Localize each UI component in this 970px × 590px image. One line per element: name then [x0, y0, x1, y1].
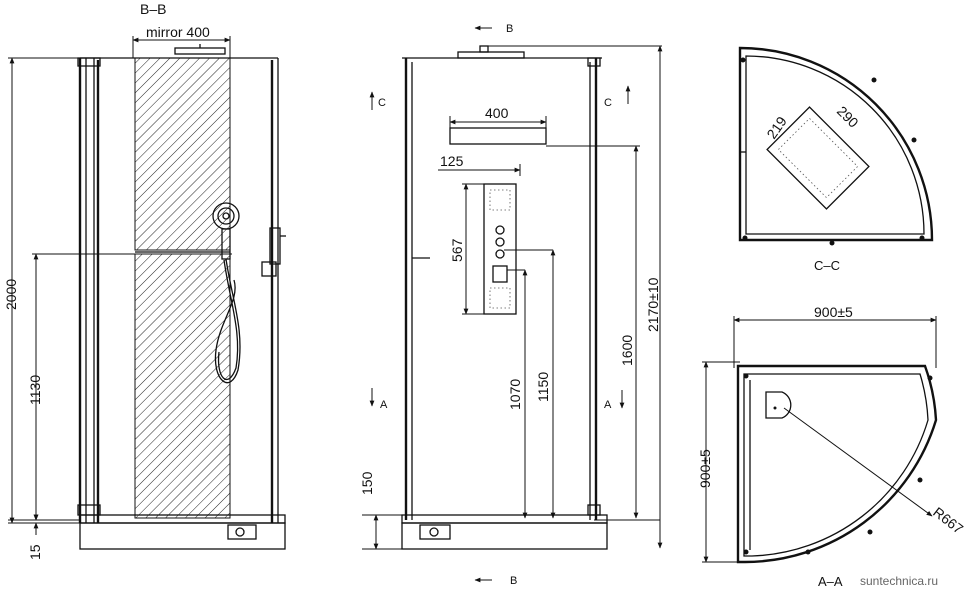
- view-side: B B C C A A 400: [359, 23, 663, 587]
- view-aa-title: A–A: [818, 574, 843, 589]
- view-cc: 219 290 C–C: [738, 46, 934, 273]
- view-cc-title: C–C: [814, 258, 840, 273]
- dim-bb-15: 15: [27, 544, 43, 560]
- watermark: suntechnica.ru: [860, 574, 938, 588]
- mirror-label: mirror 400: [146, 24, 210, 40]
- dim-cc-219: 219: [763, 113, 790, 141]
- dim-aa-depth: 900±5: [697, 449, 713, 488]
- dim-cc-290: 290: [834, 103, 862, 131]
- dim-side-1150: 1150: [535, 372, 551, 402]
- dim-side-125: 125: [440, 153, 464, 169]
- dim-side-1600: 1600: [619, 335, 635, 366]
- view-bb-title: B–B: [140, 1, 166, 17]
- panel-dots-top: [489, 189, 511, 211]
- dim-aa-radius: R667: [930, 504, 966, 537]
- section-b-bottom: B: [510, 575, 517, 587]
- dim-side-1070: 1070: [507, 379, 523, 410]
- view-aa: 900±5 900±5 R667 A–A: [697, 304, 967, 589]
- dim-bb-1130: 1130: [27, 375, 43, 405]
- view-bb: B–B mirror 400: [3, 1, 286, 560]
- dim-side-2170: 2170±10: [645, 277, 661, 332]
- section-b-top: B: [506, 23, 513, 35]
- section-c-right: C: [604, 97, 612, 109]
- cc-rain-plate: [766, 106, 870, 210]
- section-a-right: A: [604, 399, 612, 411]
- dim-side-150: 150: [359, 471, 375, 495]
- section-a-left: A: [380, 399, 388, 411]
- dim-aa-width: 900±5: [814, 304, 853, 320]
- section-c-left: C: [378, 97, 386, 109]
- dim-side-567: 567: [449, 238, 465, 262]
- dim-bb-2000: 2000: [3, 279, 19, 310]
- dim-side-400: 400: [485, 105, 509, 121]
